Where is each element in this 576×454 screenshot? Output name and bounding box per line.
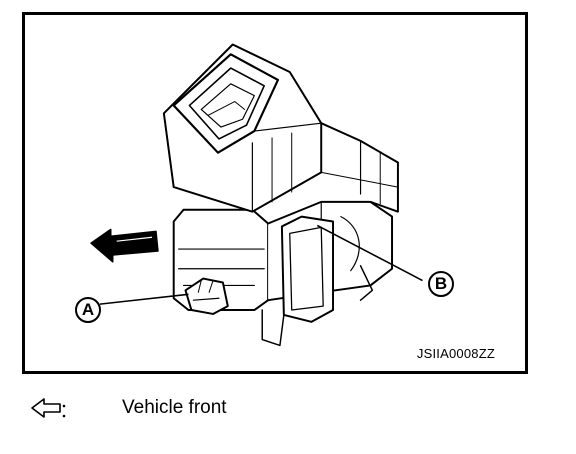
blower-unit-drawing: [90, 43, 423, 347]
leader-line-a: [99, 293, 189, 305]
callout-a: A: [75, 297, 101, 323]
leader-line-b: [316, 224, 423, 282]
figure-code: JSIIA0008ZZ: [416, 346, 495, 361]
callout-b: B: [428, 271, 454, 297]
figure-frame: A B JSIIA0008ZZ: [22, 12, 528, 374]
hollow-arrow-left-icon: [31, 398, 66, 418]
legend-label: Vehicle front: [122, 397, 227, 418]
vehicle-front-arrow-icon: [90, 228, 159, 263]
